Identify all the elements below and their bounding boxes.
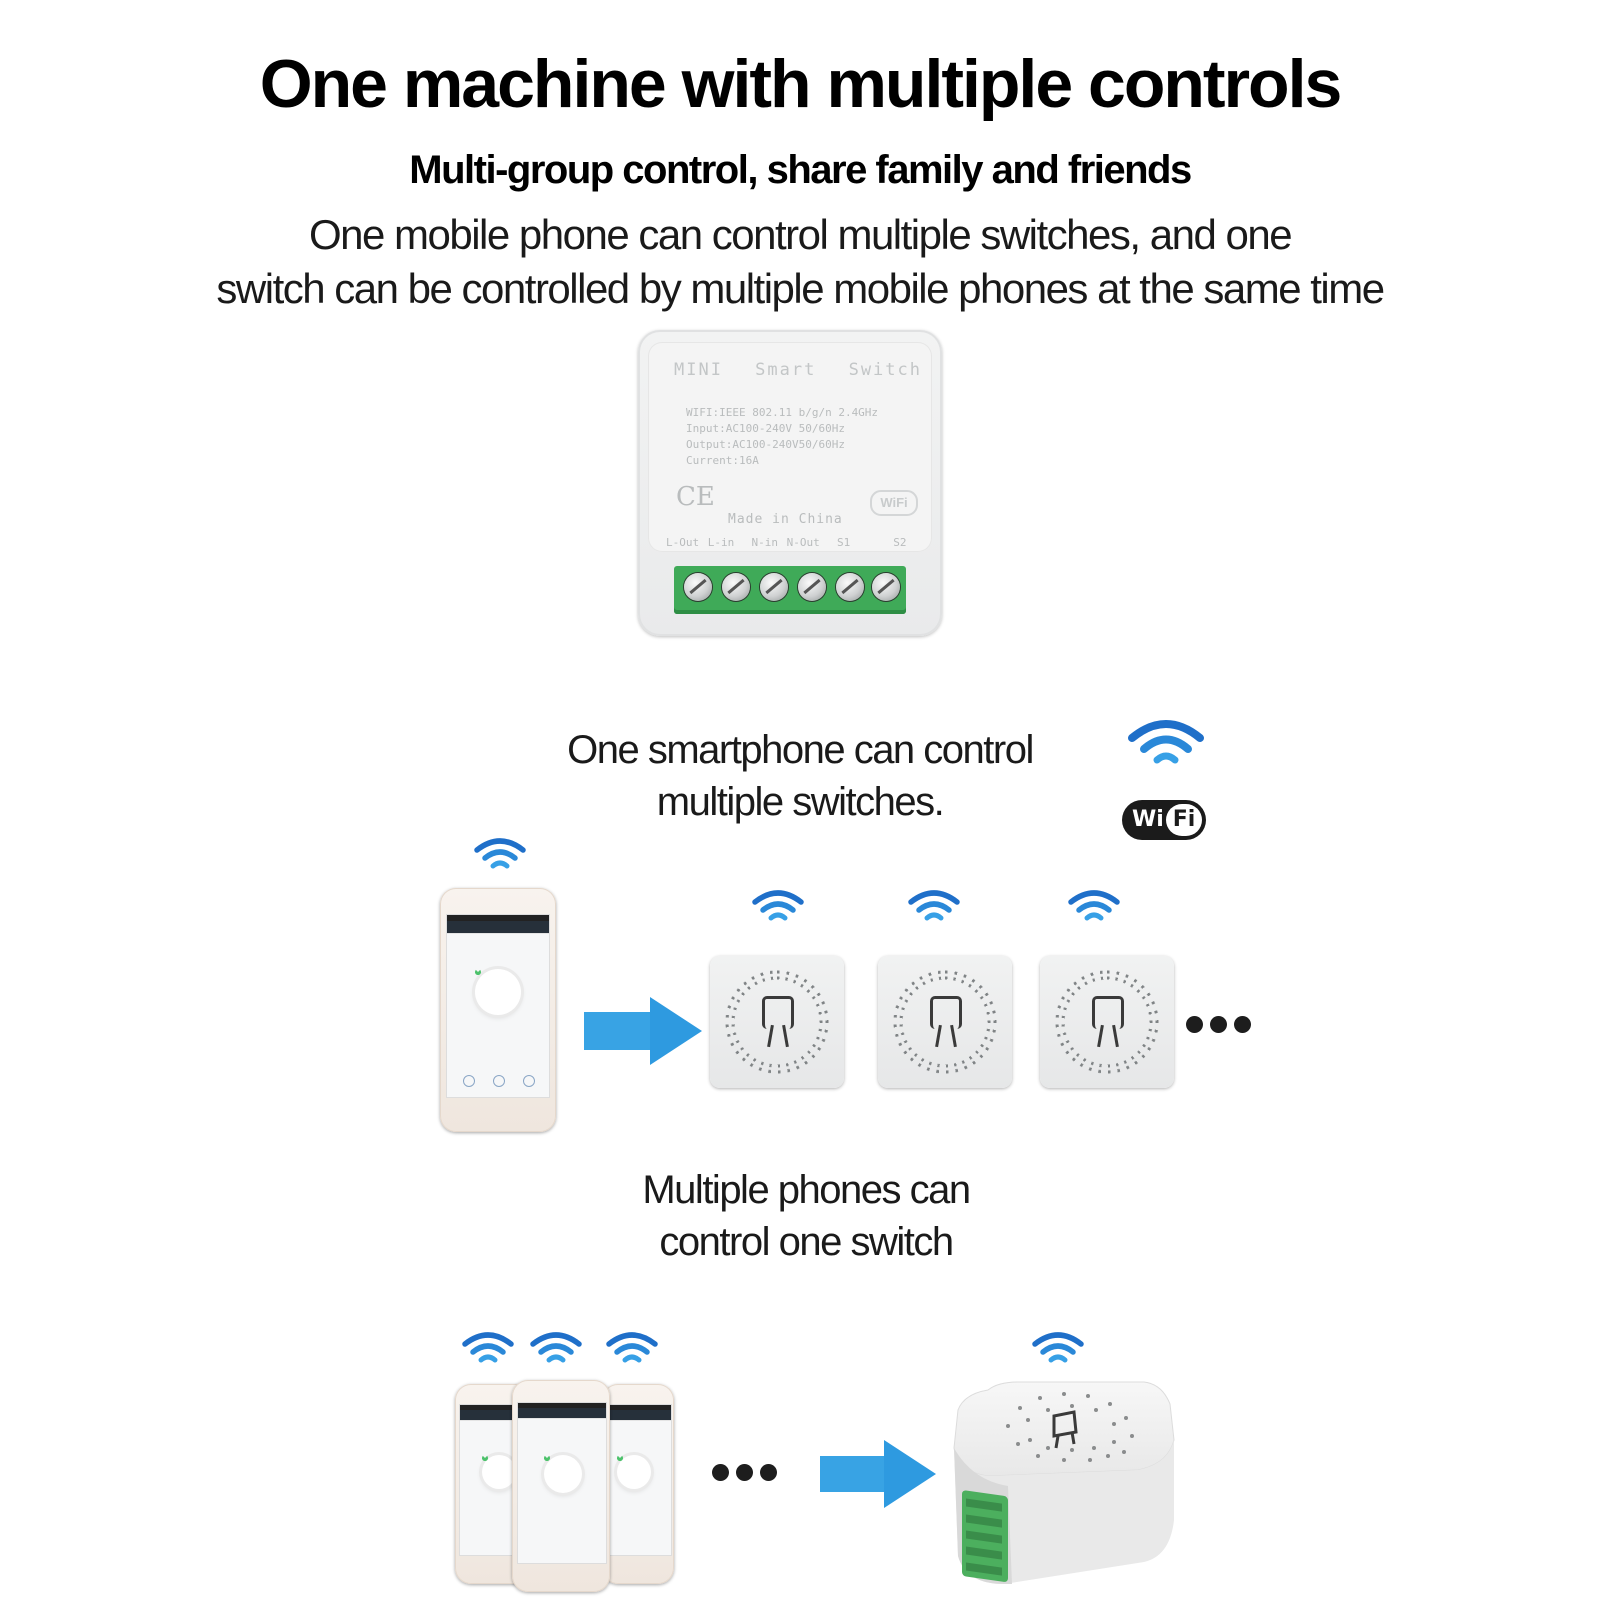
screw-icon: [722, 573, 750, 601]
screw-icon: [798, 573, 826, 601]
section2-caption-line-2: control one switch: [659, 1220, 954, 1264]
device-spec-output: Output:AC100-240V50/60Hz: [686, 438, 845, 451]
wifi-badge-icon: WiFi: [870, 490, 918, 516]
phone-screen: [606, 1404, 672, 1556]
device-terminal-labels: L-Out L-in N-in N-Out S1 S2: [666, 536, 907, 549]
section1-caption: One smartphone can control multiple swit…: [500, 724, 1100, 828]
wifi-signal-icon: [462, 1332, 514, 1363]
description-line-1: One mobile phone can control multiple sw…: [308, 211, 1293, 258]
switch-logo-icon: [1092, 996, 1124, 1029]
page-title: One machine with multiple controls: [259, 46, 1343, 122]
wifi-signal-icon: [1032, 1332, 1084, 1363]
switch-logo-icon: [930, 996, 962, 1029]
section2-caption: Multiple phones can control one switch: [500, 1164, 1112, 1268]
mini-smart-switch-device: MINI Smart Switch WIFI:IEEE 802.11 b/g/n…: [638, 330, 942, 636]
wifi-signal-icon: [908, 890, 960, 921]
page-subtitle: Multi-group control, share family and fr…: [409, 148, 1192, 192]
arrow-right-icon: [584, 1012, 654, 1050]
wifi-signal-icon: [1068, 890, 1120, 921]
terminal-block: [674, 566, 906, 614]
wifi-signal-icon: [530, 1332, 582, 1363]
page-description: One mobile phone can control multiple sw…: [100, 208, 1500, 316]
screw-icon: [760, 573, 788, 601]
wifi-logo-left: Wi: [1132, 807, 1164, 832]
arrow-right-icon: [820, 1456, 888, 1492]
mini-switch-3d: [953, 1381, 1175, 1584]
device-spec-wifi: WIFI:IEEE 802.11 b/g/n 2.4GHz: [686, 406, 879, 419]
description-line-2: switch can be controlled by multiple mob…: [216, 265, 1385, 312]
smartphone: [602, 1384, 674, 1584]
wifi-logo-icon: Wi Fi: [1122, 800, 1206, 840]
ellipsis-icon: [1186, 1016, 1256, 1036]
device-brand: MINI Smart Switch: [674, 360, 922, 380]
mini-switch: [878, 956, 1012, 1088]
section1-caption-line-2: multiple switches.: [656, 780, 945, 824]
power-icon: [482, 1455, 516, 1489]
smartphone: [512, 1380, 610, 1592]
ellipsis-icon: [712, 1464, 782, 1484]
wifi-signal-icon: [474, 838, 526, 869]
power-icon: [617, 1455, 651, 1489]
mini-switch: [710, 956, 844, 1088]
wifi-signal-icon: [752, 890, 804, 921]
arrow-right-icon: [650, 997, 702, 1065]
power-icon: [475, 969, 521, 1015]
device-spec-input: Input:AC100-240V 50/60Hz: [686, 422, 845, 435]
wifi-signal-icon: [1128, 720, 1204, 764]
section1-caption-line-1: One smartphone can control: [567, 728, 1034, 772]
device-made-in: Made in China: [728, 512, 843, 527]
smartphone: [440, 888, 556, 1132]
device-face: MINI Smart Switch WIFI:IEEE 802.11 b/g/n…: [648, 342, 932, 552]
switch-logo-icon: [762, 996, 794, 1029]
arrow-right-icon: [884, 1440, 936, 1508]
power-icon: [544, 1455, 582, 1493]
wifi-signal-icon: [606, 1332, 658, 1363]
mini-switch: [1040, 956, 1174, 1088]
phone-screen: [446, 914, 550, 1098]
phone-screen: [517, 1402, 607, 1564]
screw-icon: [872, 573, 900, 601]
section2-caption-line-1: Multiple phones can: [642, 1168, 971, 1212]
device-spec-current: Current:16A: [686, 454, 759, 467]
screw-icon: [684, 573, 712, 601]
ce-mark-icon: CE: [676, 482, 715, 512]
wifi-logo-right: Fi: [1166, 804, 1202, 836]
screw-icon: [836, 573, 864, 601]
